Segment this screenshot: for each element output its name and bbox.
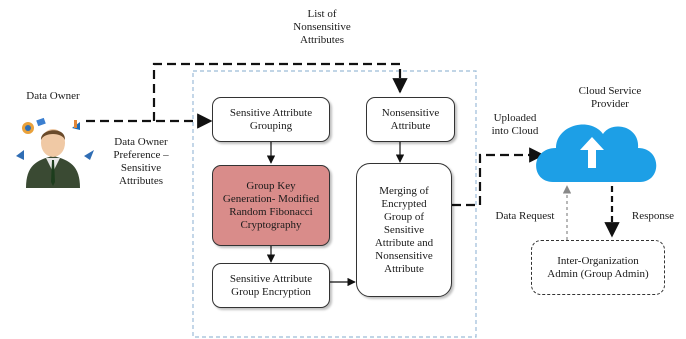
list-nonsensitive-label: List of Nonsensitive Attributes <box>293 8 351 46</box>
nonsensitive-attribute-box: Nonsensitive Attribute <box>366 97 455 142</box>
uploaded-into-cloud-label: Uploaded into Cloud <box>491 112 539 137</box>
group-key-generation-text: Group Key Generation- Modified Random Fi… <box>222 179 320 231</box>
group-key-generation-box: Group Key Generation- Modified Random Fi… <box>212 165 330 246</box>
data-owner-person-icon <box>26 129 80 188</box>
system-boundary <box>192 70 477 338</box>
nonsensitive-attribute-text: Nonsensitive Attribute <box>381 106 440 132</box>
inter-organization-admin-box: Inter-Organization Admin (Group Admin) <box>531 240 665 295</box>
data-owner-label: Data Owner <box>26 90 80 102</box>
response-label: Response <box>631 210 675 222</box>
arrow-owner-to-nonsensitive <box>152 62 408 121</box>
sensitive-attribute-group-encryption-text: Sensitive Attribute Group Encryption <box>229 272 313 298</box>
cloud-icon <box>536 124 657 182</box>
sensitive-attribute-grouping-box: Sensitive Attribute Grouping <box>212 97 330 142</box>
owner-decorative-icons <box>16 117 94 160</box>
merging-text: Merging of Encrypted Group of Sensitive … <box>374 184 434 275</box>
data-request-label: Data Request <box>495 210 555 222</box>
arrow-merging-to-cloud <box>452 147 545 207</box>
sensitive-attribute-grouping-text: Sensitive Attribute Grouping <box>229 106 313 132</box>
merging-box: Merging of Encrypted Group of Sensitive … <box>356 163 452 297</box>
sensitive-attribute-group-encryption-box: Sensitive Attribute Group Encryption <box>212 263 330 308</box>
owner-preference-label: Data Owner Preference – Sensitive Attrib… <box>113 136 169 187</box>
inter-organization-admin-text: Inter-Organization Admin (Group Admin) <box>547 254 649 280</box>
cloud-service-provider-label: Cloud Service Provider <box>578 85 642 110</box>
